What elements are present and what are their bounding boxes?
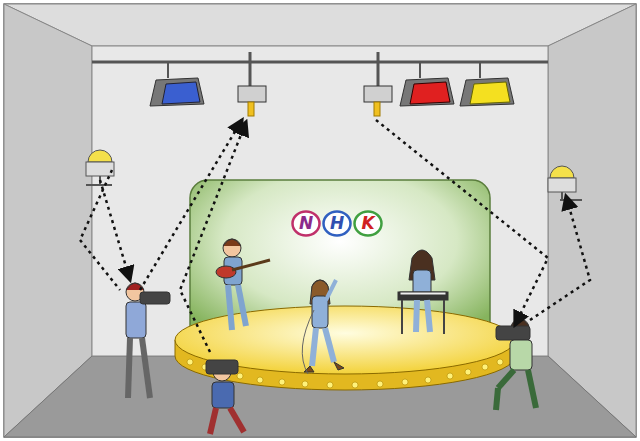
- logo-text: H: [330, 215, 344, 232]
- logo-letter: N: [291, 210, 321, 237]
- camera-operator: [206, 360, 244, 434]
- round-stage: [175, 306, 515, 390]
- wall-lights: [86, 150, 582, 200]
- logo-letter: K: [353, 210, 383, 237]
- camera-operator: [496, 319, 536, 410]
- guitarist: [216, 239, 270, 330]
- logo-text: K: [361, 215, 374, 232]
- singer: [302, 280, 344, 374]
- signal-arrows: [80, 120, 590, 352]
- room: [4, 4, 636, 437]
- camera-operator: [126, 283, 170, 398]
- spotlights: [150, 78, 514, 116]
- logo-letter: H: [322, 210, 352, 237]
- logo-text: N: [299, 215, 313, 232]
- keyboardist: [398, 250, 448, 334]
